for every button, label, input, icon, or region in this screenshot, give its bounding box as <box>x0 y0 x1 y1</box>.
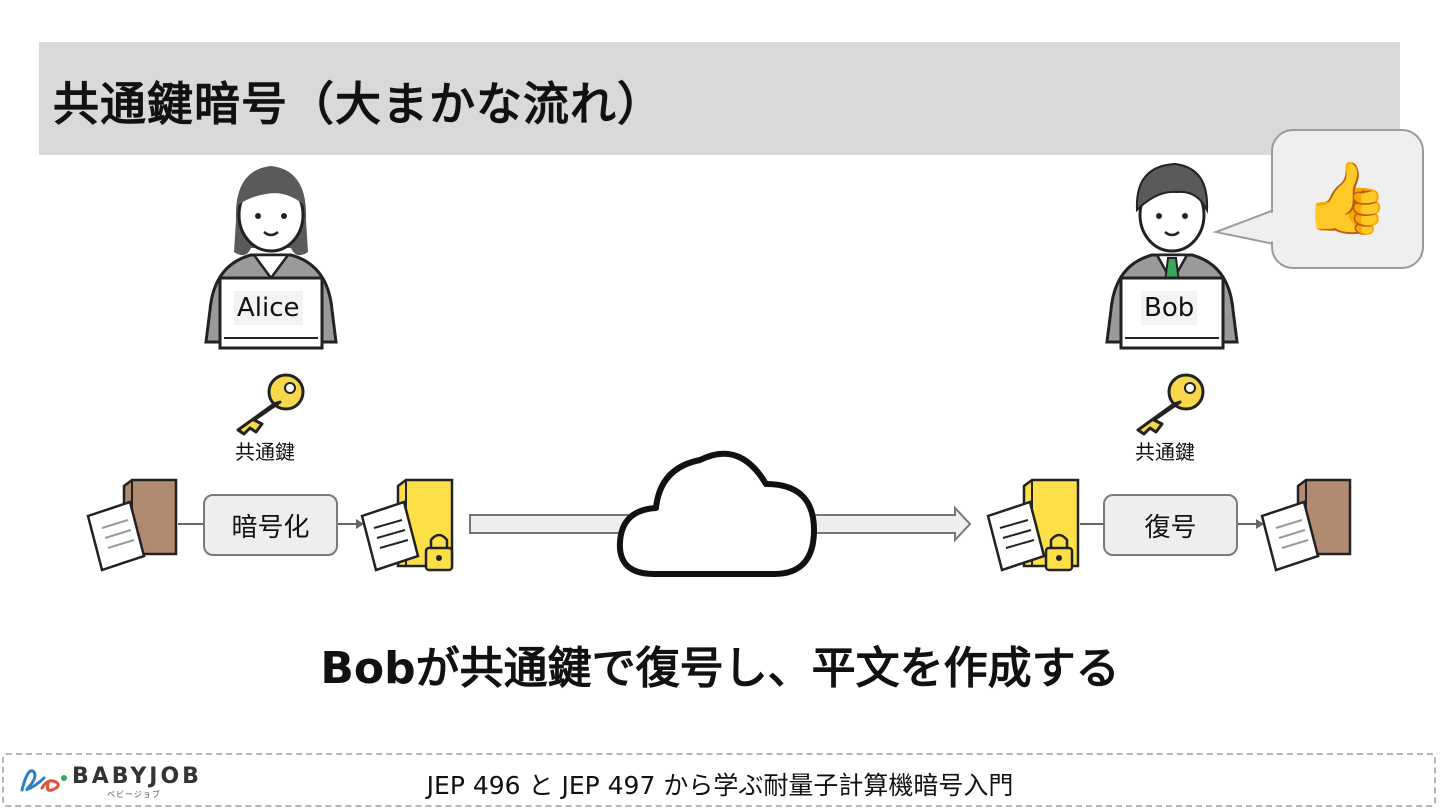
page-title: 共通鍵暗号（大まかな流れ） <box>53 77 664 131</box>
thumbs-up-icon: 👍 <box>1303 157 1391 239</box>
decrypt-step: 復号 <box>1103 494 1238 556</box>
received-ciphertext-icon <box>986 478 1080 572</box>
brand-name: BABYJOB <box>72 764 202 789</box>
brand-subtitle: ベビージョブ <box>107 790 161 799</box>
alice-key-label: 共通鍵 <box>235 440 295 464</box>
alice-name-label: Alice <box>234 291 303 325</box>
decrypted-plaintext-icon <box>1260 478 1352 572</box>
bob-figure <box>1105 162 1239 350</box>
bob-key-icon <box>1136 373 1205 436</box>
title-bar <box>39 42 1400 155</box>
cloud-icon <box>616 450 817 577</box>
plaintext-document-icon <box>86 478 178 572</box>
speech-bubble-tail-cover <box>1220 212 1274 242</box>
encrypt-step: 暗号化 <box>203 494 338 556</box>
footer-frame <box>2 753 1436 807</box>
speech-bubble <box>1271 129 1424 269</box>
bob-key-label: 共通鍵 <box>1135 440 1195 464</box>
bob-name-label: Bob <box>1141 291 1198 325</box>
slide-caption: Bobが共通鍵で復号し、平文を作成する <box>320 643 1120 694</box>
alice-key-icon <box>236 373 305 436</box>
footer-title: JEP 496 と JEP 497 から学ぶ耐量子計算機暗号入門 <box>426 771 1014 800</box>
babyjob-logo-icon <box>20 769 67 792</box>
ciphertext-locked-icon <box>360 478 454 572</box>
